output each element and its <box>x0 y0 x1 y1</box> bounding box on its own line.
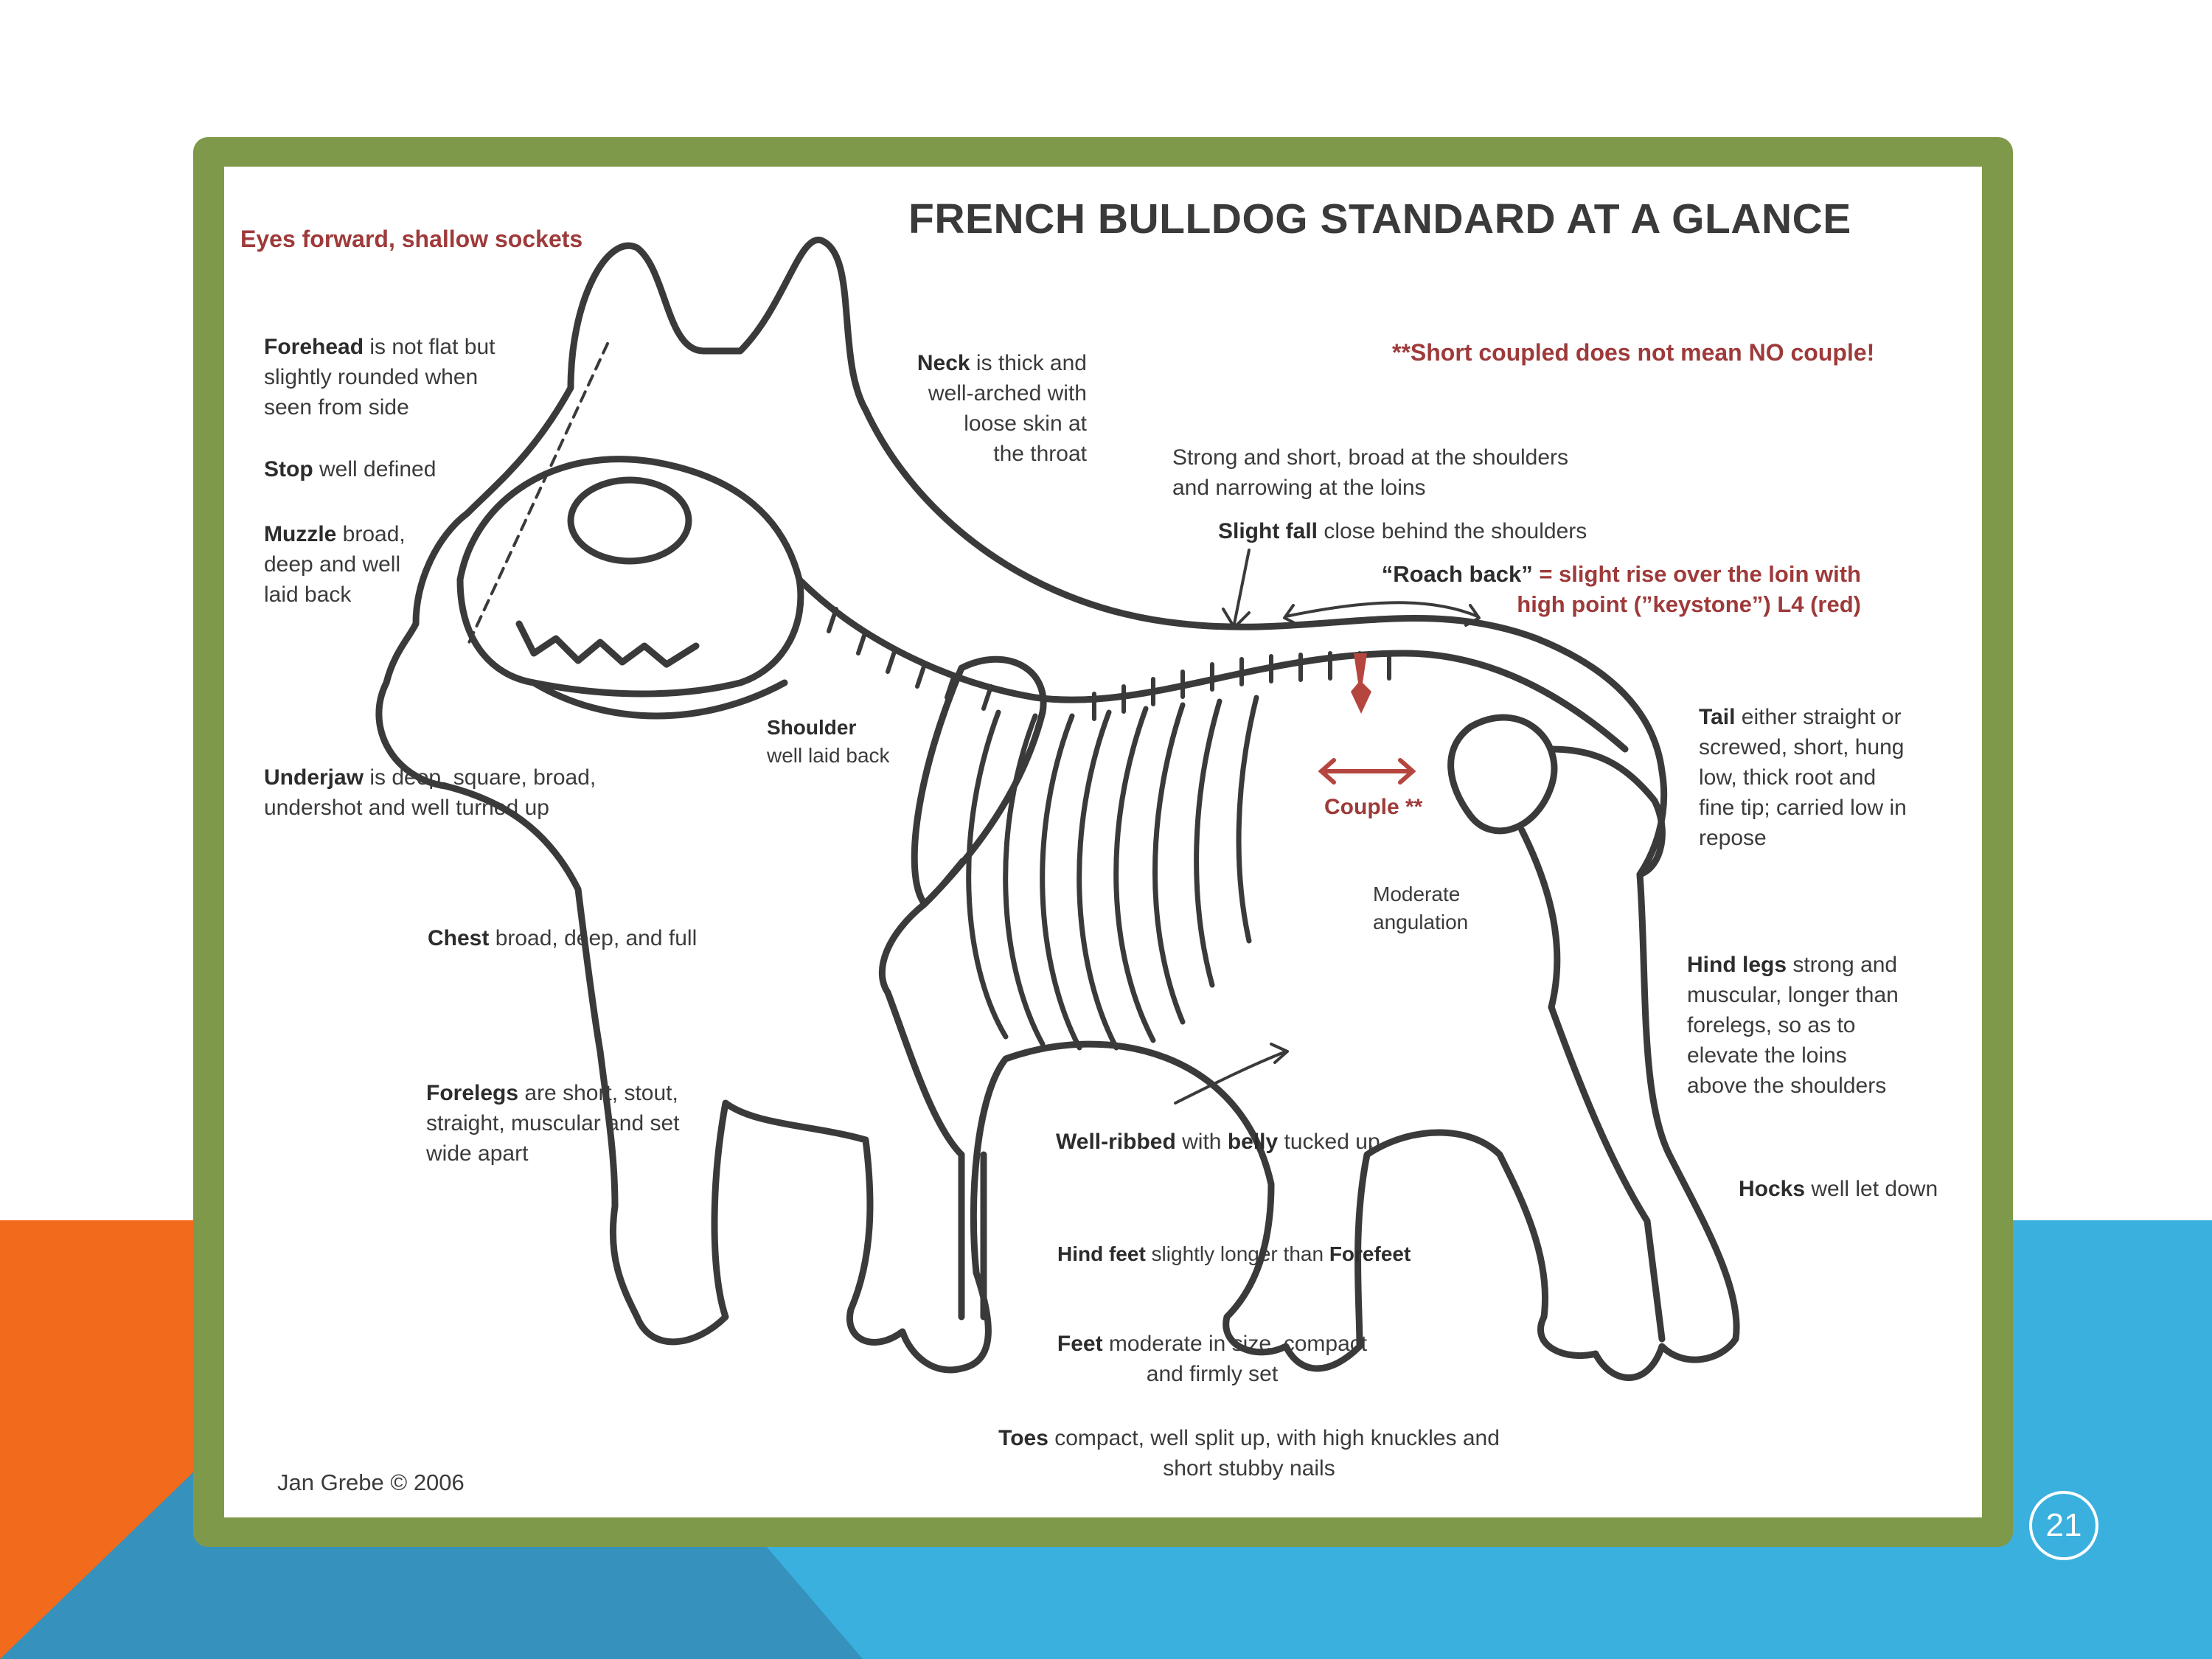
tail-label: Tail either straight or screwed, short, … <box>1699 705 1907 850</box>
short-coupled-note: **Short coupled does not mean NO couple! <box>1392 339 1875 366</box>
back-label: Strong and short, broad at the shoulders… <box>1172 445 1569 500</box>
dog-pelvis <box>1447 714 1558 835</box>
diagram-title: FRENCH BULLDOG STANDARD AT A GLANCE <box>908 195 1851 243</box>
dog-humerus <box>878 900 965 1158</box>
dog-body-outline <box>375 236 1740 1381</box>
slight-fall-arrow <box>1222 549 1251 629</box>
shoulder-label: Shoulder well laid back <box>767 716 890 767</box>
dog-hind-leg-bones <box>1548 1004 1666 1343</box>
dog-ribs <box>966 695 1259 1051</box>
keystone-vertebra <box>1351 653 1371 714</box>
dog-foreleg-bones <box>958 1151 987 1321</box>
roach-back-label: “Roach back” = slight rise over the loin… <box>1381 561 1861 617</box>
dog-scapula <box>911 655 1047 908</box>
chest-label: Chest broad, deep, and full <box>428 926 698 950</box>
forehead-label: Forehead is not flat but slightly rounde… <box>264 335 495 420</box>
underjaw-label: Underjaw is deep, square, broad, undersh… <box>264 765 597 820</box>
well-ribbed-label: Well-ribbed with belly tucked up <box>1056 1130 1380 1154</box>
diagram-paper: FRENCH BULLDOG STANDARD AT A GLANCE Eyes… <box>224 167 1982 1517</box>
dog-skull <box>456 456 804 698</box>
eyes-label: Eyes forward, shallow sockets <box>240 226 583 252</box>
hind-feet-label: Hind feet slightly longer than Forefeet <box>1057 1242 1411 1265</box>
hocks-label: Hocks well let down <box>1739 1177 1938 1201</box>
dog-jaw <box>515 620 700 668</box>
couple-arrow <box>1318 758 1416 785</box>
stop-guideline <box>466 342 609 647</box>
slide-number: 21 <box>2029 1491 2098 1560</box>
dog-tail <box>1548 745 1666 878</box>
muzzle-label: Muzzle broad, deep and well laid back <box>264 522 406 607</box>
toes-label: Toes compact, well split up, with high k… <box>998 1426 1500 1481</box>
couple-label: Couple ** <box>1324 795 1423 819</box>
neck-label: Neck is thick and well-arched with loose… <box>917 351 1087 466</box>
moderate-angulation-label: Moderate angulation <box>1373 883 1469 933</box>
roach-back-arrow <box>1283 601 1481 627</box>
forelegs-label: Forelegs are short, stout, straight, mus… <box>426 1081 680 1166</box>
dog-femur <box>1518 827 1561 1011</box>
dog-eye-socket <box>567 476 692 565</box>
shoulder-pointer-line <box>923 858 963 905</box>
hind-legs-label: Hind legs strong and muscular, longer th… <box>1687 953 1899 1098</box>
belly-arrow <box>1174 1043 1289 1105</box>
slight-fall-label: Slight fall close behind the shoulders <box>1218 519 1587 543</box>
bulldog-skeleton-drawing <box>375 236 1740 1381</box>
feet-label: Feet moderate in size, compact and firml… <box>1057 1332 1368 1386</box>
stop-label: Stop well defined <box>264 457 437 481</box>
dog-spine <box>796 576 1629 753</box>
dog-mandible <box>530 679 788 720</box>
credit-label: Jan Grebe © 2006 <box>277 1470 465 1495</box>
